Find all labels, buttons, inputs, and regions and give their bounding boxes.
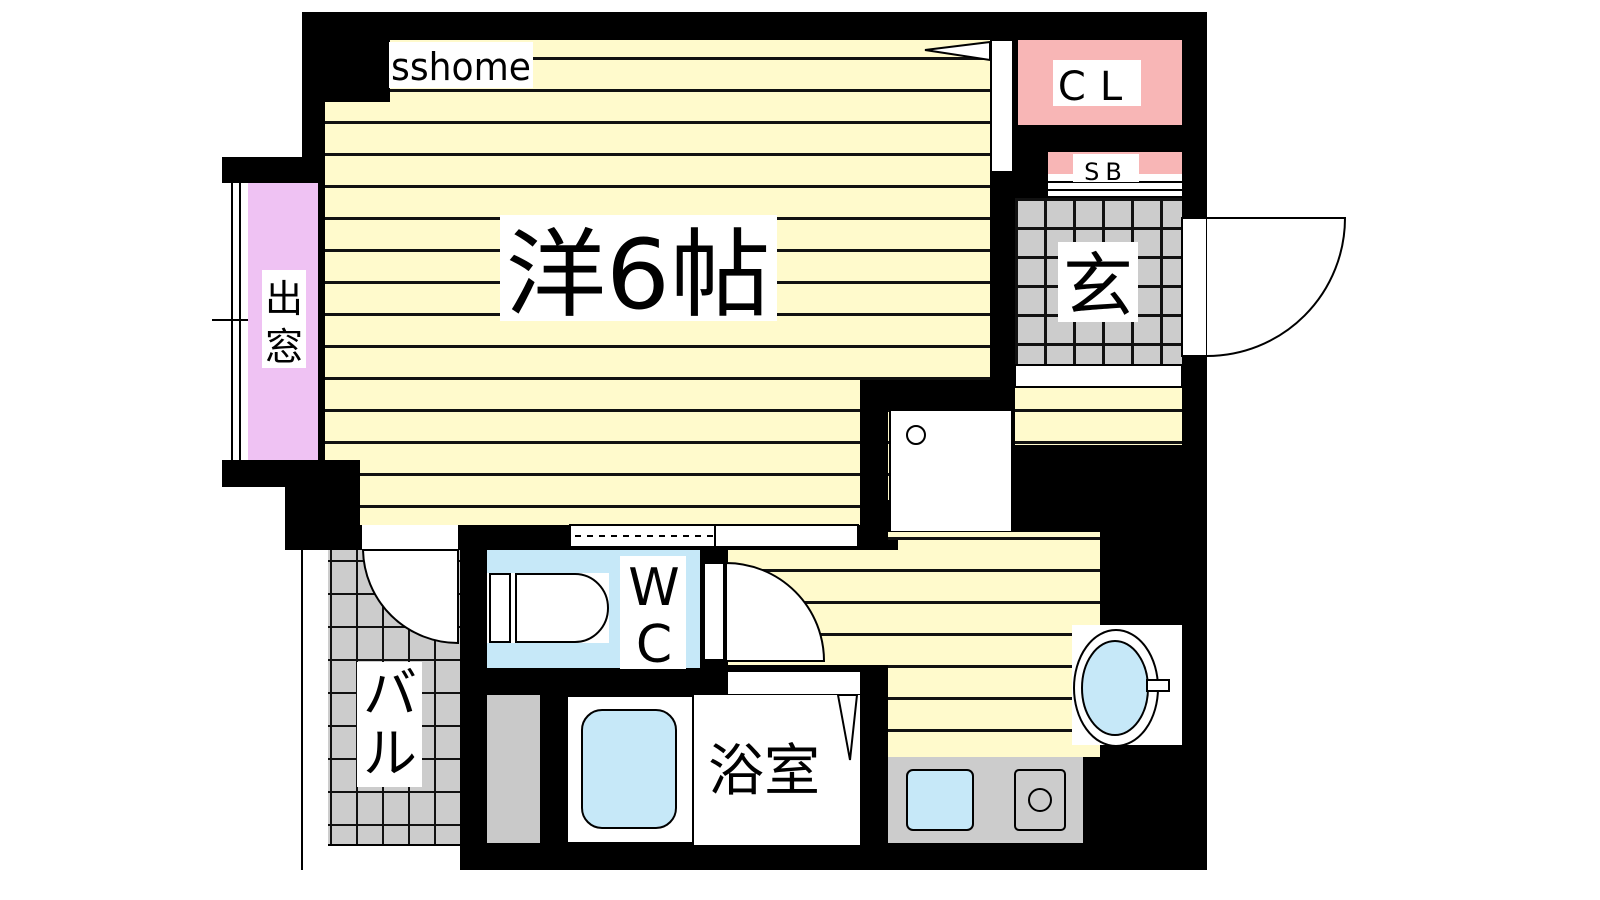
door-swing-marker — [924, 40, 991, 62]
bay-window-sill — [225, 183, 248, 460]
entry-door[interactable] — [1206, 217, 1347, 357]
bathroom-label: 浴室 — [708, 739, 820, 804]
watermark: sshome — [391, 45, 531, 89]
closet-label: CL — [1058, 64, 1136, 110]
bay-window-label-1: 出 — [265, 277, 303, 321]
closet-door[interactable] — [990, 39, 1014, 173]
bay-window-label-2: 窓 — [265, 325, 303, 369]
kitchen-area — [1015, 388, 1182, 445]
bathroom — [694, 695, 860, 845]
stove — [1014, 769, 1066, 831]
balcony-label-1: バ — [363, 662, 417, 725]
shoe-box-label: SB — [1084, 158, 1128, 186]
bath-storage — [487, 695, 540, 843]
balcony-door[interactable] — [361, 549, 459, 645]
entrance-label: 玄 — [1063, 245, 1133, 327]
toilet-door[interactable] — [725, 561, 826, 662]
balcony-label-2: ル — [363, 722, 417, 785]
toilet-label-1: W — [628, 558, 679, 618]
main-room-label: 洋6帖 — [506, 219, 771, 331]
burner-icon — [1028, 788, 1052, 812]
toilet-label-2: C — [636, 615, 672, 675]
kitchen-sink — [906, 769, 974, 831]
bathroom-door-marker — [836, 694, 859, 761]
fridge-space — [889, 409, 1013, 533]
